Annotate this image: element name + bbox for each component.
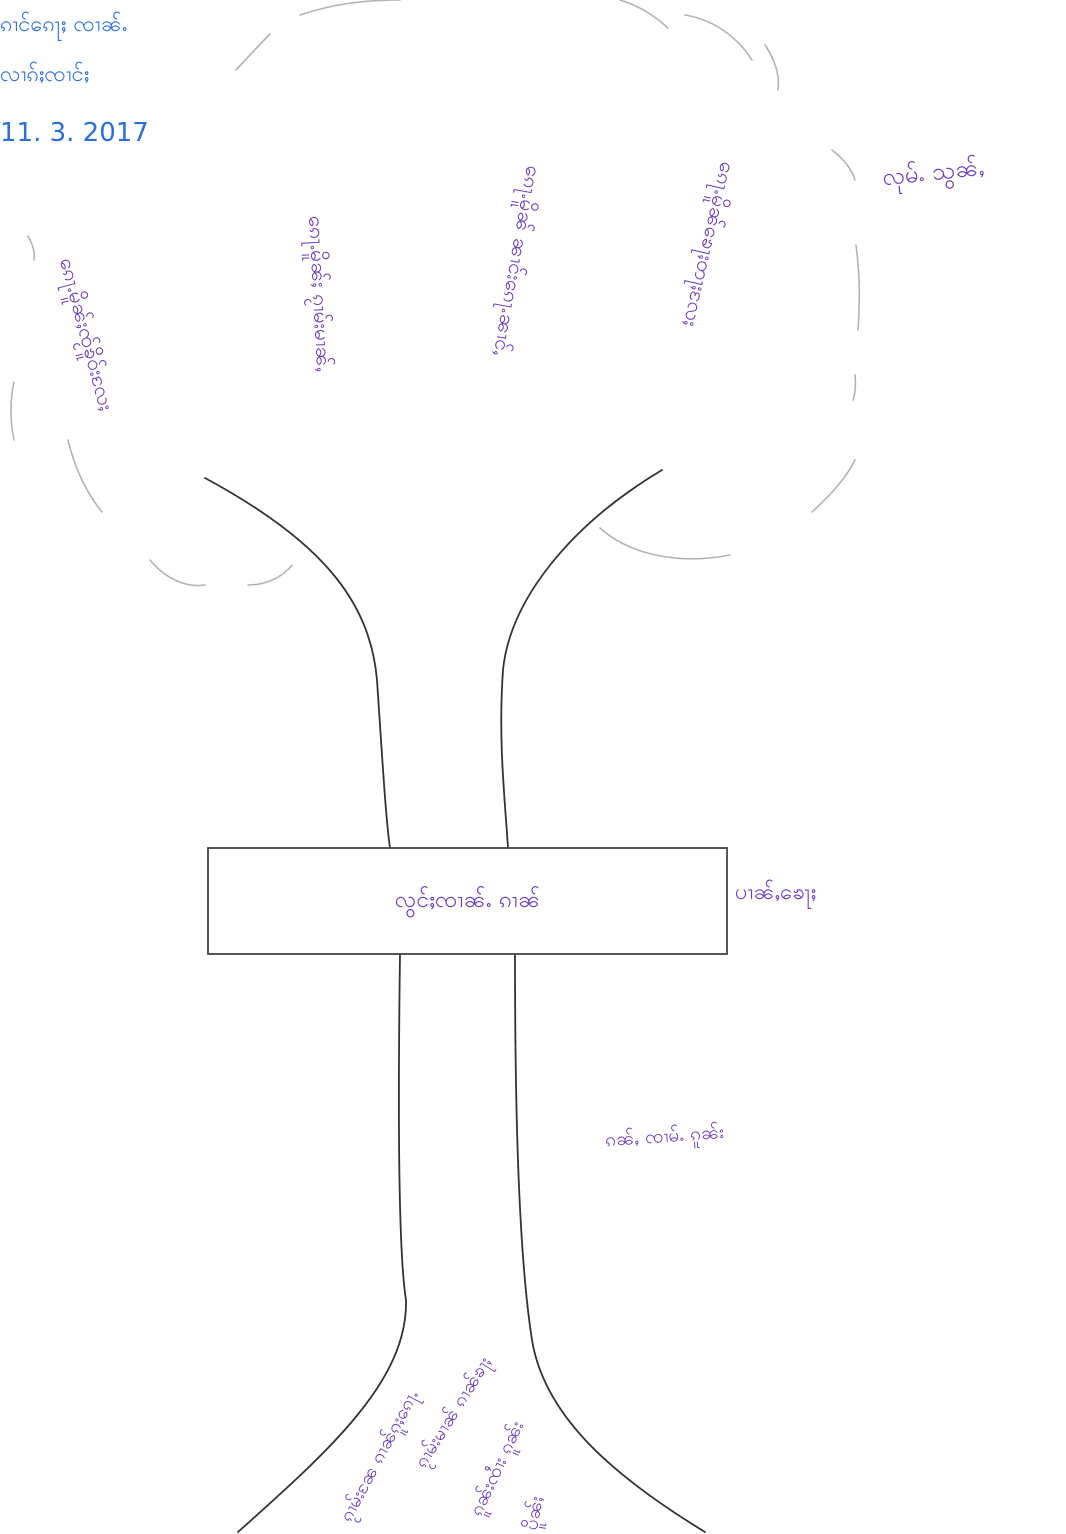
trunk-lines: [204, 469, 706, 1533]
canopy-stroke-right-side: [855, 244, 861, 331]
canopy-stroke-top-left: [235, 33, 271, 71]
canopy-outline: [10, 0, 861, 587]
canopy-stroke-left: [10, 381, 15, 441]
canopy-stroke-bottom-mid: [247, 564, 293, 586]
trunk-box: [207, 847, 728, 955]
header-date: 11. 3. 2017: [0, 118, 149, 148]
header-line-2: လၢၵ်ႈၸၢင်ႈ: [0, 62, 90, 87]
trunk-left-lower: [237, 954, 407, 1533]
canopy-stroke-right-hook: [764, 44, 780, 91]
trunk-side-label: ပၢၼ်ႇၶေႃႈ: [735, 880, 817, 905]
canopy-stroke-top-right: [619, 0, 669, 29]
trunk-box-label-wrap: လွင်ႈၸၢၼ်ႉ ၵၢၼ်: [208, 848, 727, 954]
canopy-stroke-top: [299, 0, 401, 16]
canopy-stroke-right-lower: [811, 459, 856, 513]
canopy-stroke-bottom-left: [149, 559, 206, 587]
trunk-left-upper: [204, 477, 391, 849]
canopy-stroke-left-lower: [67, 439, 103, 513]
trunk-box-label: လွင်ႈၸၢၼ်ႉ ၵၢၼ်: [394, 887, 541, 914]
canopy-stroke-upper-right: [684, 14, 753, 61]
canopy-stroke-bottom-right: [599, 527, 731, 560]
canopy-stroke-left-tick: [27, 235, 36, 261]
trunk-right-upper: [500, 469, 663, 849]
header-line-1: ၵၢင်ၵေႃႈ ၸၢၼ်ႉ: [0, 12, 128, 37]
canopy-stroke-right: [831, 149, 856, 181]
trunk-right-lower: [514, 954, 706, 1533]
canopy-stroke-right-small: [852, 374, 857, 401]
